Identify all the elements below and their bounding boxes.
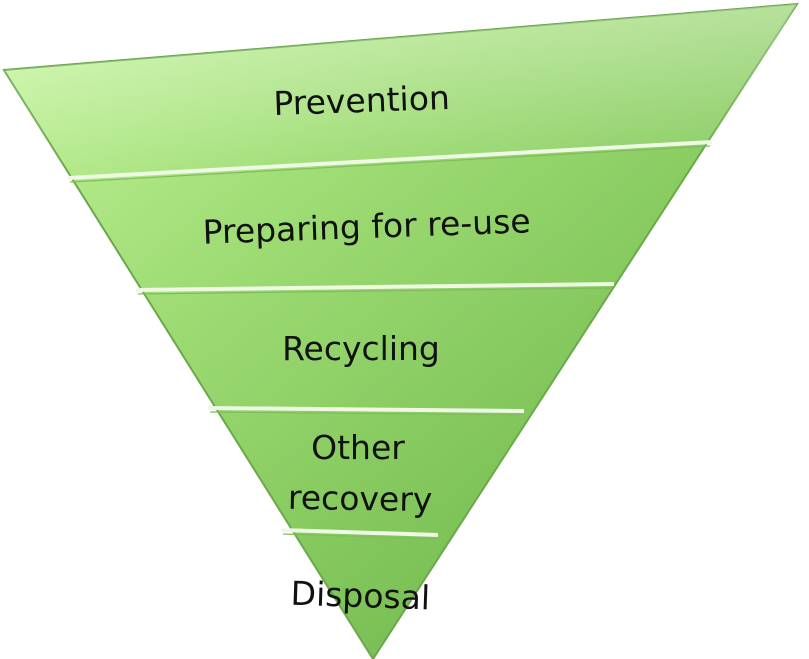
separator-3 (207, 406, 525, 413)
separator-4 (280, 528, 439, 537)
tier-label-other-recovery-line1: Other (311, 428, 405, 467)
separator-2 (135, 282, 615, 292)
tier-label-disposal: Disposal (290, 574, 431, 618)
tier-label-recycling: Recycling (282, 329, 440, 368)
tier-band-prevention (4, 4, 797, 178)
tier-label-prevention: Prevention (273, 78, 451, 123)
separator-1 (67, 140, 713, 180)
tier-separators (67, 140, 713, 537)
tier-label-other-recovery-line2: recovery (288, 478, 433, 520)
separator-shadows (69, 145, 711, 540)
